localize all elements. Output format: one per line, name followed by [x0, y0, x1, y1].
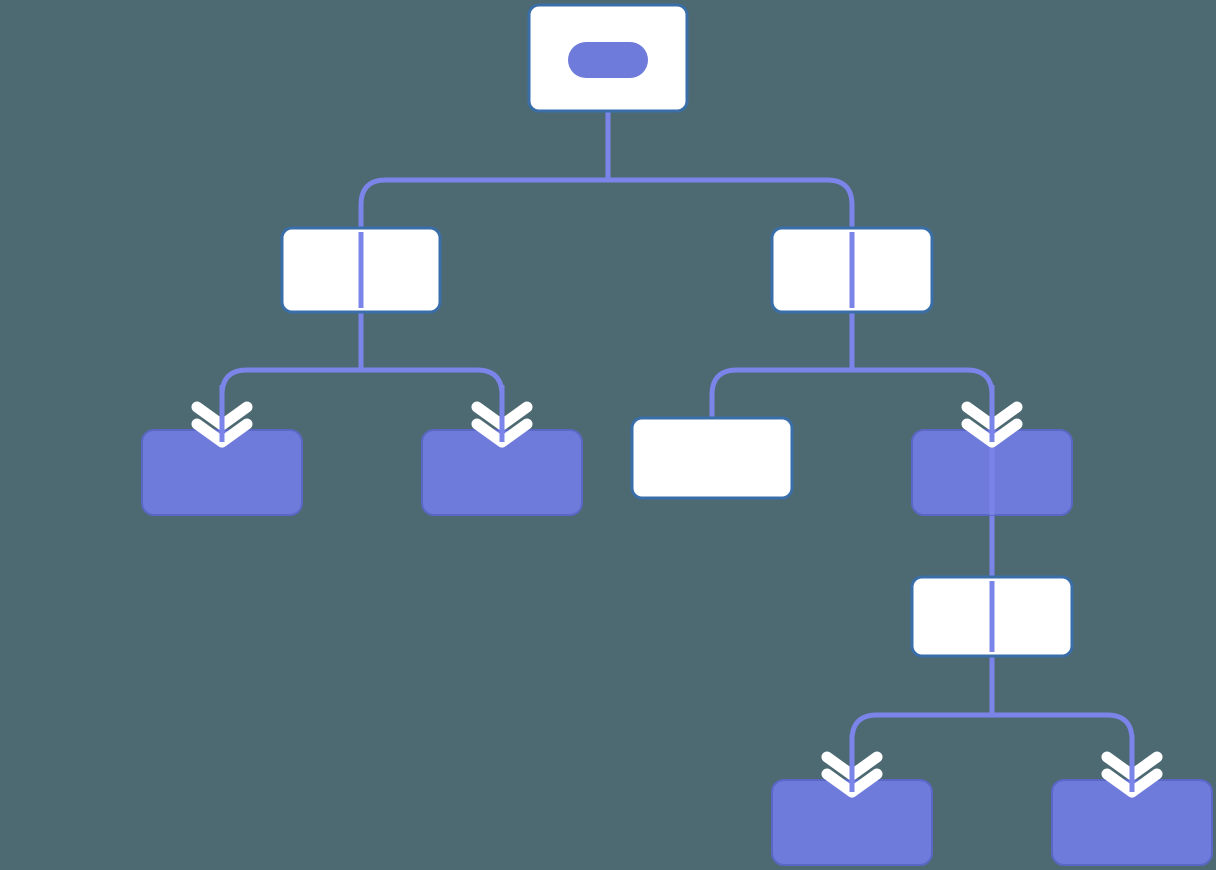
root-pill-badge	[568, 42, 648, 78]
edge-level4-to-leaf-b	[989, 656, 1135, 790]
edge-root-to-level2-right	[605, 111, 855, 228]
edge-through-segments-layer	[358, 232, 995, 652]
nodes-layer	[141, 3, 1213, 866]
level3-white-node[interactable]	[630, 416, 794, 500]
edge-level4-to-leaf-a	[849, 656, 995, 790]
edge-root-to-level2-left	[358, 111, 611, 228]
level3-white-node-shape[interactable]	[630, 416, 794, 500]
root-node[interactable]	[527, 3, 689, 113]
arrow-markers-layer	[191, 385, 1163, 798]
edge-level2-right-to-white-node	[709, 312, 855, 418]
